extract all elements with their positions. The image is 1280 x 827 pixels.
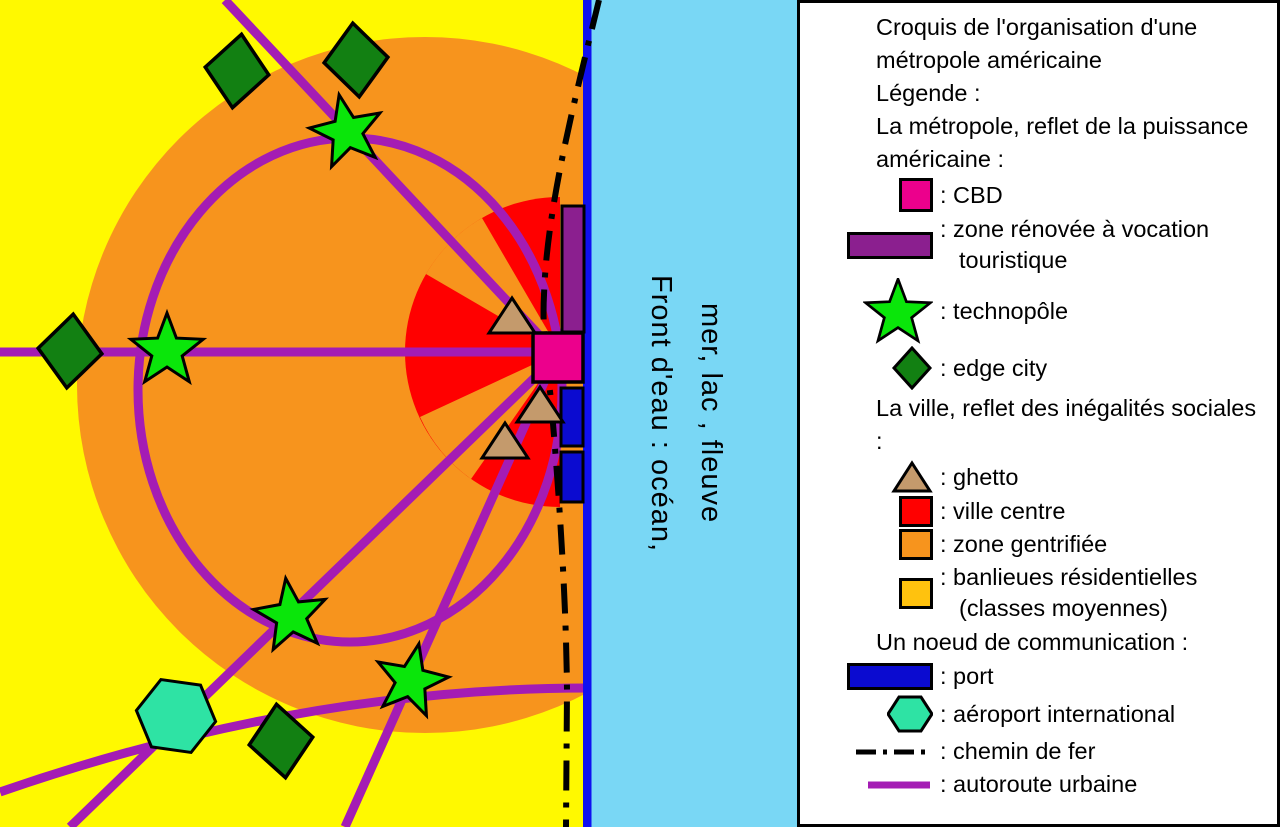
legend-item-autoroute: : autoroute urbaine: [800, 769, 1277, 800]
legend-item-banlieues: : banlieues résidentielles (classes moye…: [800, 562, 1277, 624]
port-north: [559, 386, 585, 448]
legend-item-aeroport: : aéroport international: [800, 694, 1277, 734]
cbd-square-icon: [899, 178, 933, 212]
legend-item-label: : chemin de fer: [940, 738, 1096, 764]
metropolis-map: [0, 0, 800, 827]
legend-section-ville: La ville, reflet des inégalités sociales…: [876, 395, 1257, 454]
suburbs-square-icon: [899, 577, 933, 609]
ghetto-triangle-2: [514, 384, 566, 424]
legend-subtitle: Légende :: [876, 80, 981, 106]
legend-title: Croquis de l'organisation d'une métropol…: [876, 14, 1198, 73]
legend-item-ghetto: : ghetto: [800, 460, 1277, 494]
legend-item-edge-city: : edge city: [800, 346, 1277, 390]
legend-item-label: : ghetto: [940, 463, 1019, 490]
legend-item-label: : autoroute urbaine: [940, 771, 1138, 797]
gentrified-zone-square-icon: [899, 529, 933, 560]
legend-item-label: : port: [940, 663, 994, 689]
waterfront-strip: [591, 0, 800, 827]
shoreline-line: [583, 0, 592, 827]
legend-item-cbd: : CBD: [800, 178, 1277, 212]
airport-hexagon-icon: [887, 695, 933, 733]
highway-line-icon: [868, 781, 930, 788]
port-rect-icon: [847, 663, 933, 690]
ghetto-triangle-icon: [891, 460, 933, 493]
waterfront-label-line1: Front d'eau : océan,: [645, 274, 677, 553]
legend-item-ville-centre: : ville centre: [800, 496, 1277, 527]
legend-item-technopole: : technopôle: [800, 278, 1277, 344]
renovated-tourist-zone: [560, 204, 586, 334]
legend-item-chemin-de-fer: : chemin de fer: [800, 736, 1277, 767]
waterfront-label-line2: mer, lac , fleuve: [695, 303, 727, 524]
legend-item-zone-gentrifiee: : zone gentrifiée: [800, 529, 1277, 560]
legend-item-label: : zone gentrifiée: [940, 531, 1108, 557]
city-center-square-icon: [899, 496, 933, 527]
legend-item-label: : ville centre: [940, 498, 1066, 524]
legend-item-zone-renovee: : zone rénovée à vocation touristique: [800, 214, 1277, 276]
legend-item-label: : zone rénovée à vocation touristique: [940, 216, 1210, 273]
highway-south-radial: [340, 356, 560, 827]
ghetto-triangle-3: [479, 420, 531, 460]
legend-item-label: : CBD: [940, 181, 1003, 208]
legend-panel: Croquis de l'organisation d'une métropol…: [797, 0, 1280, 827]
legend-section-noeud: Un noeud de communication :: [876, 629, 1189, 655]
legend-item-label: : aéroport international: [940, 700, 1176, 727]
ghetto-triangle-1: [486, 295, 538, 335]
railway-line-icon: [856, 749, 930, 754]
waterfront-label: Front d'eau : océan, mer, lac , fleuve: [636, 0, 736, 827]
highway-northwest-radial: [221, 0, 559, 356]
legend-item-label: : technopôle: [940, 297, 1069, 324]
legend-item-port: : port: [800, 661, 1277, 692]
port-south: [559, 450, 585, 504]
cbd-square: [531, 331, 585, 384]
renovated-zone-rect-icon: [847, 231, 933, 259]
technopole-star-icon: [864, 278, 932, 343]
edge-city-diamond-icon: [891, 346, 933, 390]
legend-item-label: : banlieues résidentielles (classes moye…: [940, 564, 1198, 621]
legend-item-label: : edge city: [940, 354, 1048, 381]
legend-section-metropole: La métropole, reflet de la puissance amé…: [876, 113, 1249, 172]
highway-south-bypass: [0, 683, 589, 797]
